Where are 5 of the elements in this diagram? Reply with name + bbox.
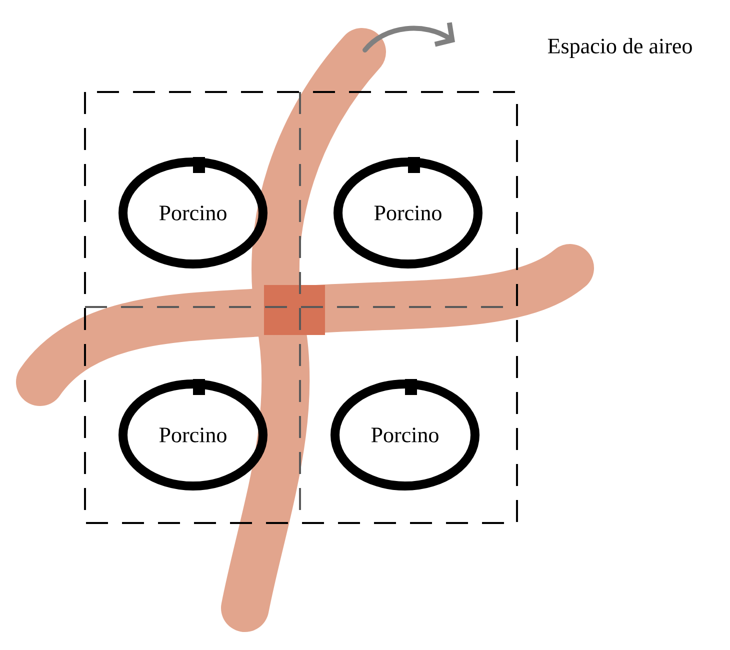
pig-oval: Porcino <box>330 379 480 490</box>
pig-oval: Porcino <box>118 379 268 490</box>
pig-oval: Porcino <box>118 157 268 268</box>
pig-oval: Porcino <box>334 157 482 268</box>
label-text: Espacio de aireo <box>548 38 692 58</box>
